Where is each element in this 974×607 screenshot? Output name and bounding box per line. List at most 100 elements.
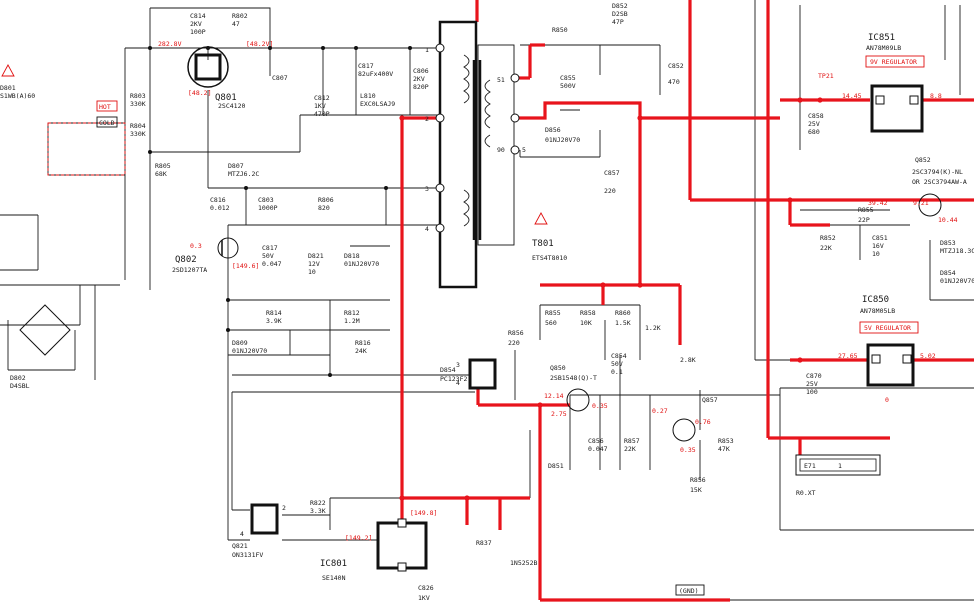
- q850-ve: 0.35: [592, 402, 608, 410]
- c870-voltage: 25V: [806, 380, 818, 388]
- c814-label: C814: [190, 12, 206, 20]
- r814-label: R814: [266, 309, 282, 317]
- photocoupler-d854: D854 PC123F2 3 4: [440, 358, 497, 390]
- c817b-label: C817: [358, 62, 374, 70]
- r838-part: 1N5252B: [510, 559, 537, 567]
- d821-voltage: 12V: [308, 260, 320, 268]
- r805-label: R805: [155, 162, 171, 170]
- d853-label: D853: [940, 239, 956, 247]
- photocoupler-q821: Q821 ON3131FV 4 2: [232, 503, 286, 559]
- r856b-value: 15K: [690, 486, 702, 494]
- d854-pin3: 3: [456, 361, 460, 369]
- c814-voltage: 2KV: [190, 20, 202, 28]
- junction-dots: [148, 46, 823, 501]
- r858-label: R858: [580, 309, 596, 317]
- q802-part: 2SD1207TA: [172, 266, 207, 274]
- r853-value: 47K: [718, 445, 730, 453]
- q850-vc: 2.75: [551, 410, 567, 418]
- q857-vb: 0.76: [695, 418, 711, 426]
- d853-part: MTZJ18.3C: [940, 247, 974, 255]
- ic851-regulator: IC851 AN78M09LB 9V REGULATOR 14.45 8.8: [842, 33, 942, 133]
- q852-transistor: Q852 2SC3794(K)-NL OR 2SC3794AW-A 39.42 …: [868, 156, 967, 224]
- t801-pin3: 3: [425, 185, 429, 193]
- l810-value: EXC0LSAJ9: [360, 100, 395, 108]
- q857-ve: 0.35: [680, 446, 696, 454]
- r856-label: R856: [508, 329, 524, 337]
- r837-label: R837: [476, 539, 492, 547]
- c854-label: C854: [611, 352, 627, 360]
- r805-value: 68K: [155, 170, 167, 178]
- e71-rxt: R0.XT: [796, 489, 816, 497]
- r855b-label: R855: [858, 206, 874, 214]
- q802-voltage: [149.6]: [232, 262, 259, 270]
- c816-label: C816: [210, 196, 226, 204]
- ic851-part: AN78M09LB: [866, 44, 901, 52]
- d852-part: D2SB: [612, 10, 628, 18]
- q857-transistor: Q857 0.27 0.76 0.35: [652, 396, 718, 454]
- r859-value: 1.2K: [645, 324, 661, 332]
- d818-label: D818: [344, 252, 360, 260]
- c807-label: C807: [272, 74, 288, 82]
- c854-voltage: 50V: [611, 360, 623, 368]
- t801-ref: T801: [532, 239, 554, 249]
- c817-value: 0.047: [262, 260, 282, 268]
- connector-e71: E71 R0.XT 1: [795, 454, 881, 497]
- ic851-vout: 8.8: [930, 92, 942, 100]
- d821-value: 10: [308, 268, 316, 276]
- r822-label: R822: [310, 499, 326, 507]
- c851-voltage: 16V: [872, 242, 884, 250]
- r806-label: R806: [318, 196, 334, 204]
- d802-ref: D802: [10, 374, 26, 382]
- d809-part: 01NJ20V70: [232, 347, 267, 355]
- ic801-chip: IC801 SE140N [149.2] [149.8]: [320, 509, 437, 582]
- q801-voltage-b: [48.2V]: [246, 40, 273, 48]
- q801-voltage-c: 282.8V: [158, 40, 182, 48]
- c803-value: 1000P: [258, 204, 278, 212]
- r850-label: R850: [552, 26, 568, 34]
- r816-value: 24K: [355, 347, 367, 355]
- r856b-label: R856: [690, 476, 706, 484]
- c857-value: 220: [604, 187, 616, 195]
- q821-ref: Q821: [232, 542, 248, 550]
- d821-label: D821: [308, 252, 324, 260]
- c852-label: C852: [668, 62, 684, 70]
- q850-part: 2SB1548(Q)-T: [550, 374, 597, 382]
- r857-label: R857: [624, 437, 640, 445]
- c854-value: 0.1: [611, 368, 623, 376]
- t801-part: ETS4T8010: [532, 254, 567, 262]
- r855-label: R855: [545, 309, 561, 317]
- c816-value: 0.012: [210, 204, 230, 212]
- r863-value: 2.8K: [680, 356, 696, 364]
- d856-label: D856: [545, 126, 561, 134]
- c812-value: 470P: [314, 110, 330, 118]
- ic850-regulator: IC850 AN78M05LB 5V REGULATOR 27.65 5.02 …: [838, 295, 936, 404]
- ic850-vin: 27.65: [838, 352, 858, 360]
- r803-value: 330K: [130, 100, 146, 108]
- c851-value: 10: [872, 250, 880, 258]
- c870-label: C870: [806, 372, 822, 380]
- ic851-ref: IC851: [868, 33, 895, 43]
- r857-value: 22K: [624, 445, 636, 453]
- q821-part: ON3131FV: [232, 551, 263, 559]
- t801-pin51: 51: [497, 76, 505, 84]
- q801-voltage-e: [48.2]: [188, 89, 211, 97]
- r814-value: 3.9K: [266, 317, 282, 325]
- ic801-part: SE140N: [322, 574, 346, 582]
- c817b-value: 82uFx400V: [358, 70, 393, 78]
- c870-value: 100: [806, 388, 818, 396]
- gnd-box: (GND): [675, 584, 705, 596]
- q857-vc: 0.27: [652, 407, 668, 415]
- q821-pin2: 2: [282, 504, 286, 512]
- d854-pin4: 4: [456, 379, 460, 387]
- q802-transistor: Q802 2SD1207TA 0.3 [149.6]: [172, 237, 259, 274]
- c855-label: C855: [560, 74, 576, 82]
- r822-value: 3.3K: [310, 507, 326, 515]
- e71-label: E71: [804, 462, 816, 470]
- t801-pin2: 2: [425, 115, 429, 123]
- d807-label: D807: [228, 162, 244, 170]
- r852-label: R852: [820, 234, 836, 242]
- d854b-label: D854: [940, 269, 956, 277]
- q850-ref: Q850: [550, 364, 566, 372]
